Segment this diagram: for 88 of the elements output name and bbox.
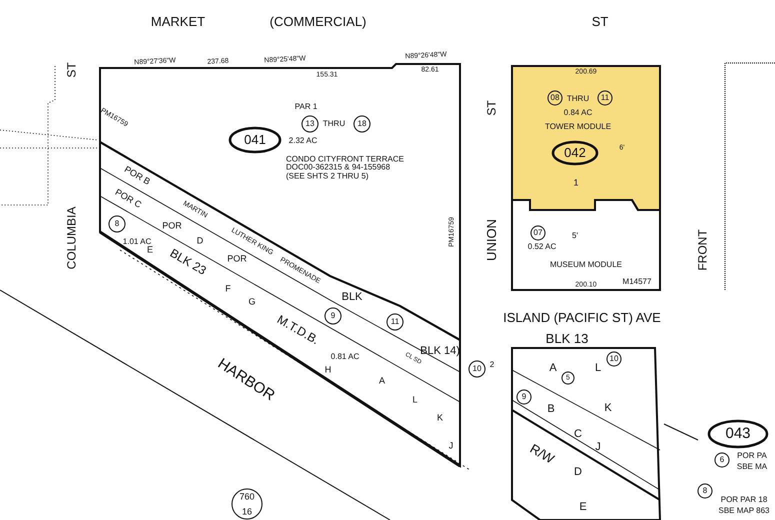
parcel-label: BLK 14): [420, 346, 460, 358]
parcel-number: 08: [550, 94, 560, 102]
parcel-number-circle: [606, 351, 622, 367]
street-name: ISLAND (PACIFIC ST) AVE: [503, 311, 661, 325]
parcel-number: 10: [472, 364, 482, 374]
parcel-label: J: [448, 441, 454, 451]
parcel-number: 13: [306, 120, 314, 128]
map-number-ellipse: [708, 420, 768, 448]
parcel-label: M14577: [622, 278, 652, 286]
parcel-number: 11: [390, 318, 400, 326]
parcel-label: J: [595, 442, 601, 454]
parcel-number-circle: [547, 90, 563, 106]
map-number: 041: [244, 133, 266, 147]
parcel-label: 0.84 AC: [564, 108, 592, 118]
parcel-label: K: [604, 403, 612, 415]
parcel-number: 18: [358, 120, 366, 128]
parcel-note: POR PAR 18: [720, 496, 768, 504]
parcel-number-circle: [301, 115, 319, 133]
parcel-label: CONDO CITYFRONT TERRACE DOC00-362315 & 94-155968 (SEE SHTS 2 THRU 5): [286, 155, 405, 181]
parcel-label: C: [574, 429, 582, 441]
parcel-label: A: [549, 363, 557, 375]
street-name: ST: [486, 100, 498, 116]
parcel-label: THRU: [322, 120, 346, 128]
parcel-label: F: [225, 284, 231, 294]
map-number-ellipse: [229, 127, 281, 153]
parcel-label: 0.81 AC: [330, 352, 360, 362]
parcel-label: THRU: [566, 94, 590, 104]
parcel-label: K: [437, 413, 443, 423]
parcel-number: 6: [720, 456, 724, 464]
parcel-label: G: [248, 297, 256, 307]
parcel-number-circle: [353, 115, 371, 133]
parcel-label: POR: [162, 221, 182, 231]
parcel-label: 0.52 AC: [528, 242, 556, 252]
parcel-number-circle: [516, 389, 532, 405]
parcel-number: 760: [239, 492, 255, 502]
street-name: UNION: [485, 219, 499, 261]
parcel-number: 10: [610, 354, 618, 364]
parcel-number: 8: [702, 486, 708, 496]
parcel-number: 9: [522, 392, 526, 402]
parcel-label: TOWER MODULE: [544, 122, 612, 132]
map-number: 042: [564, 146, 586, 160]
street-name: ST: [66, 62, 78, 78]
parcel-number: 11: [600, 94, 610, 102]
parcel-number-circle: [561, 371, 575, 385]
street-name: FRONT: [696, 229, 710, 271]
parcel-label: D: [574, 467, 582, 479]
parcel-note: POR PA: [737, 452, 767, 460]
parcel-number: 16: [242, 507, 252, 517]
parcel-label: 1: [574, 178, 578, 188]
parcel-label: MUSEUM MODULE: [550, 260, 622, 270]
parcel-number: 07: [534, 228, 542, 238]
parcel-label: L: [594, 363, 602, 375]
parcel-number: 9: [330, 312, 336, 320]
highlighted-parcel: [511, 65, 661, 211]
parcel-label: BLK: [342, 292, 362, 304]
street-name: ST: [592, 15, 608, 29]
parcel-label: D: [196, 236, 204, 246]
parcel-number-circle: [108, 215, 126, 233]
parcel-note: SBE MAP 863: [718, 506, 770, 516]
parcel-number-circle: [324, 307, 342, 325]
parcel-label: A: [379, 376, 385, 386]
parcel-label: E: [147, 245, 153, 255]
street-name: COLUMBIA: [66, 206, 78, 270]
parcel-label: L: [412, 395, 418, 405]
parcel-label: 5': [572, 232, 578, 240]
parcel-label: 1.01 AC: [122, 238, 152, 246]
parcel-label: H: [324, 365, 332, 375]
parcel-label: B: [547, 404, 555, 416]
parcel-label: 2.32 AC: [288, 136, 318, 146]
map-page-circle: [231, 488, 263, 520]
parcel-label: POR B: [122, 164, 152, 188]
parcel-label: BLK 13: [546, 332, 588, 346]
parcel-number-circle: [597, 90, 613, 106]
map-number: 043: [725, 426, 751, 442]
parcel-label: E: [579, 502, 587, 514]
parcel-note: 2: [490, 360, 494, 370]
parcel-label: BLK 23: [168, 246, 208, 278]
parcel-label: POR C: [113, 188, 143, 210]
parcel-label: PAR 1: [294, 102, 318, 112]
parcel-number: 8: [114, 220, 120, 228]
parcel-outline: [511, 199, 661, 291]
parcel-label: R/W: [528, 442, 556, 466]
parcel-number-circle: [530, 225, 546, 241]
parcel-note: SBE MA: [736, 462, 768, 472]
street-name: MARKET: [150, 15, 206, 29]
parcel-label: POR: [227, 254, 247, 264]
parcel-number-circle: [386, 313, 404, 331]
street-name: (COMMERCIAL): [270, 15, 366, 29]
